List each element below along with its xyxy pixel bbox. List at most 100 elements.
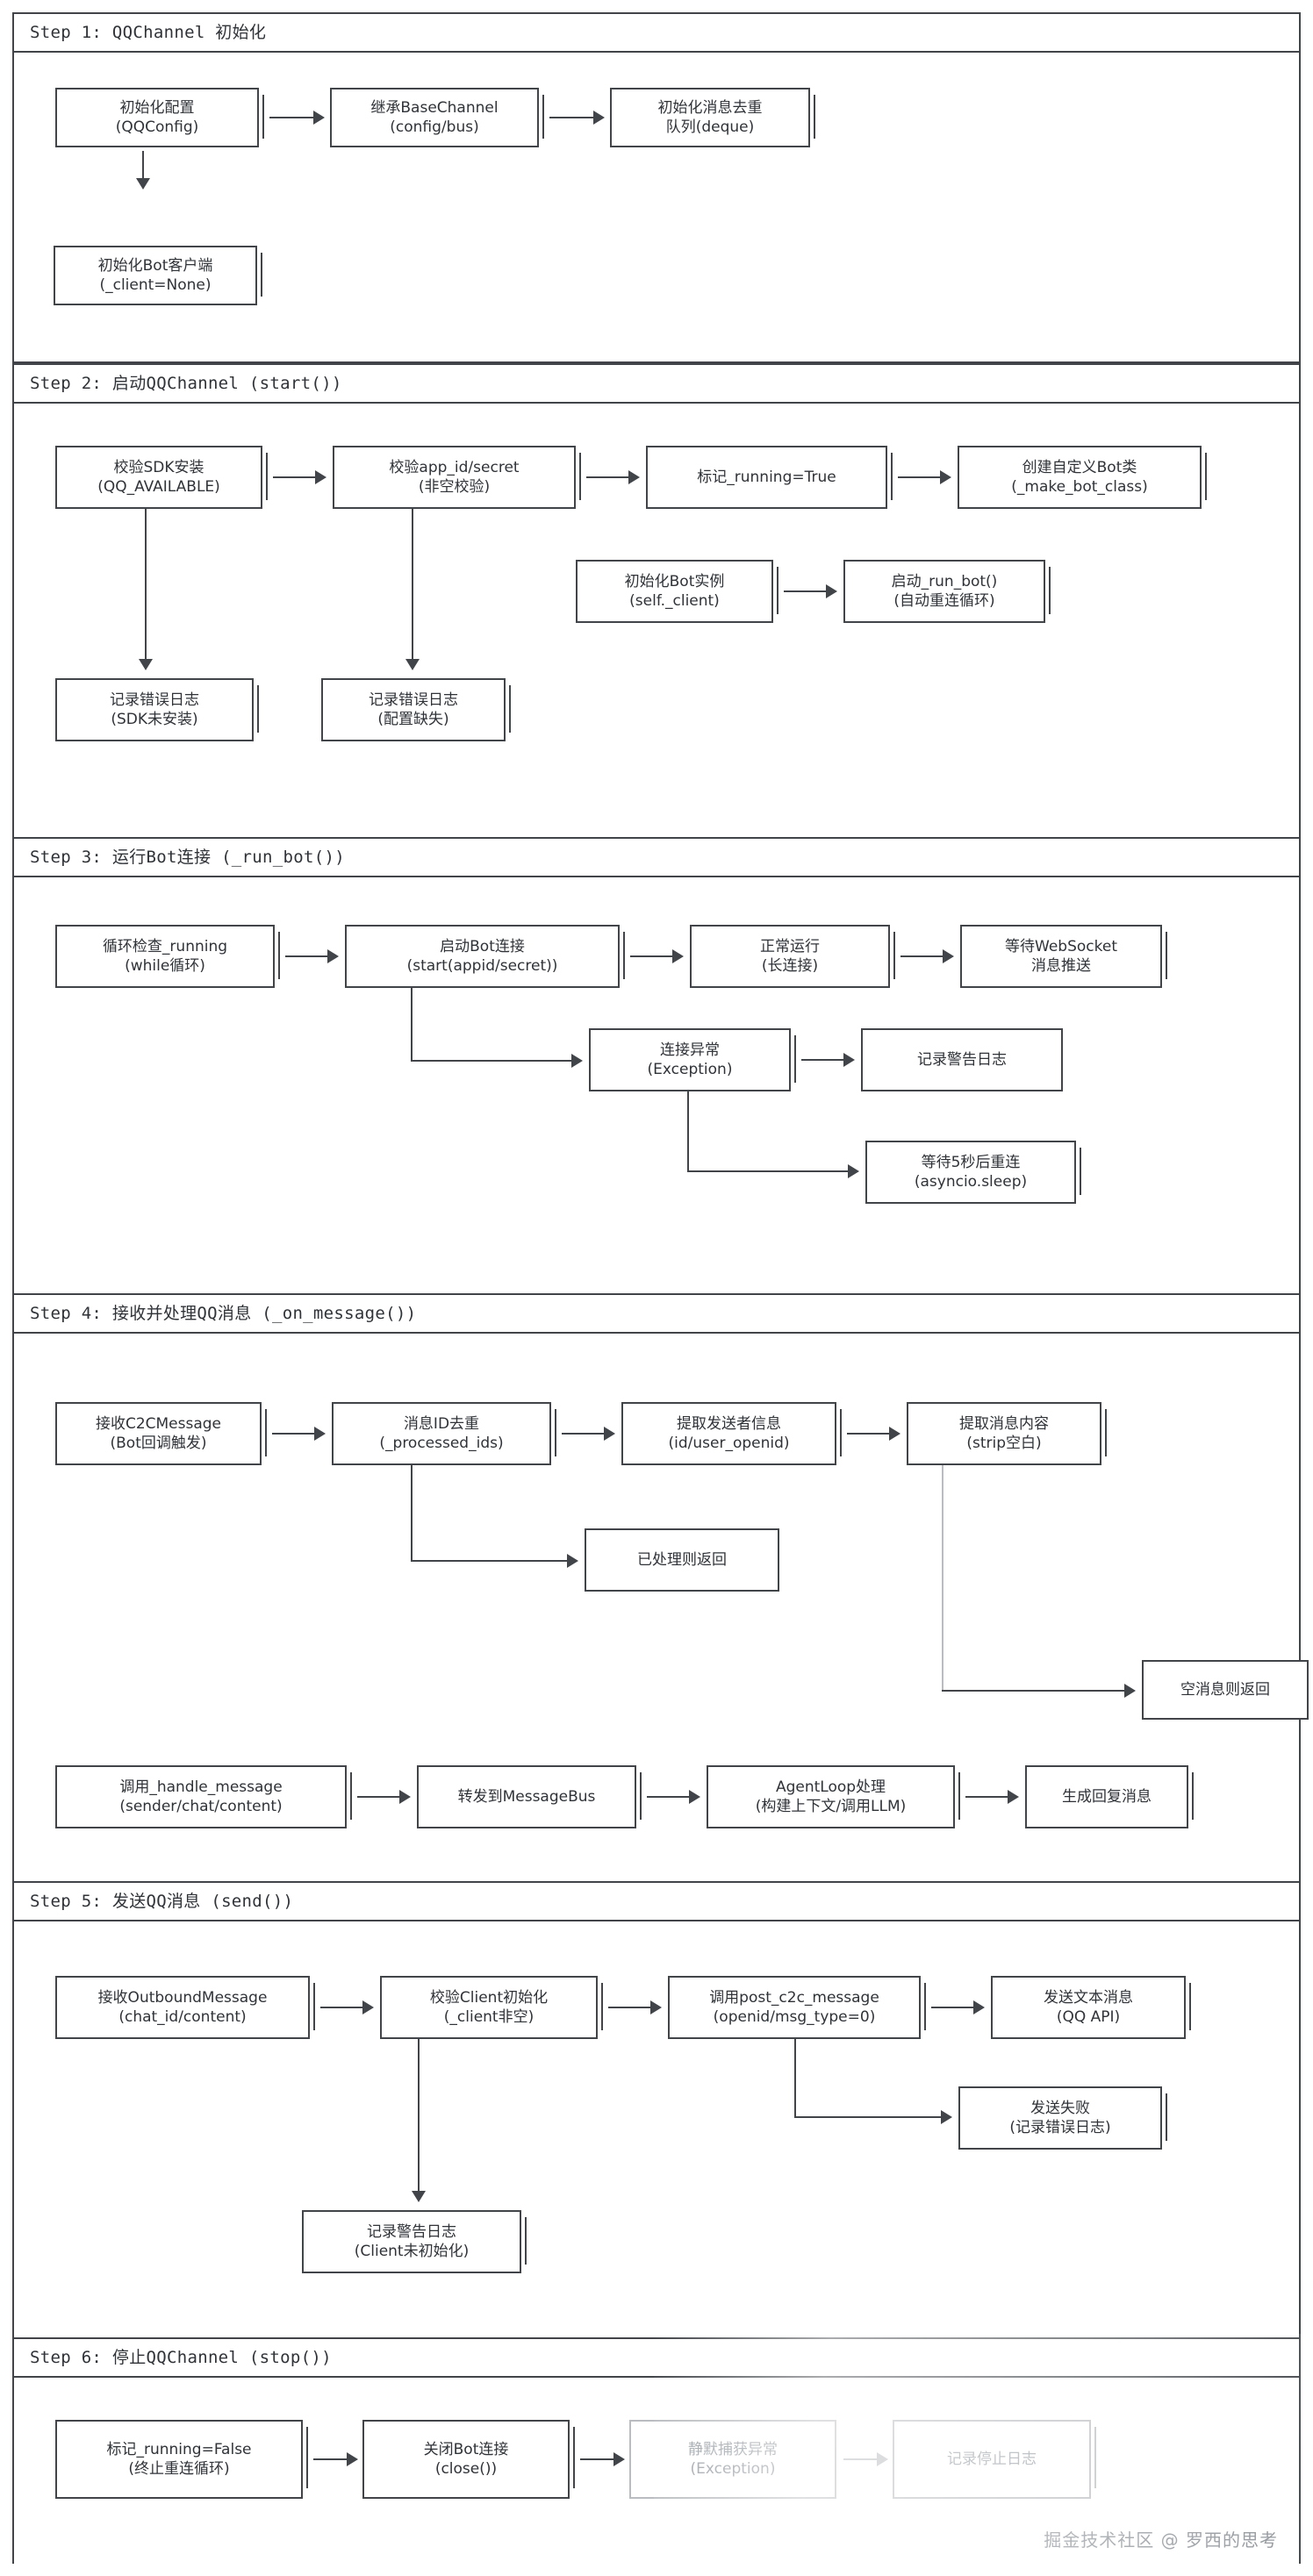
box-stub <box>814 95 815 139</box>
node-forward-messagebus: 转发到MessageBus <box>417 1765 636 1828</box>
box-stub <box>1192 1772 1194 1820</box>
box-stub <box>306 2427 308 2488</box>
connector-v <box>145 509 147 660</box>
connector-h <box>313 2458 347 2460</box>
connector-h <box>320 2007 362 2008</box>
box-stub <box>1105 1409 1107 1456</box>
node-line2: 队列(deque) <box>665 118 755 136</box>
node-init-bot-client: 初始化Bot客户端 (_client=None) <box>54 246 257 305</box>
box-stub <box>350 1772 352 1820</box>
arrow-down-icon <box>412 2191 426 2202</box>
node-line2: (构建上下文/调用LLM) <box>755 1798 907 1815</box>
connector-v <box>418 2039 420 2192</box>
arrow-right-icon <box>843 1053 855 1067</box>
node-line1: 等待WebSocket <box>1005 937 1117 955</box>
connector-h <box>357 1796 399 1798</box>
node-line1: 标记_running=False <box>106 2440 252 2458</box>
node-line1: 发送失败 <box>1030 2099 1090 2117</box>
node-agentloop-process: AgentLoop处理 (构建上下文/调用LLM) <box>707 1765 955 1828</box>
arrow-right-icon <box>941 2110 952 2124</box>
box-stub <box>623 932 625 979</box>
node-log-error-sdk: 记录错误日志 (SDK未安装) <box>55 678 254 741</box>
watermark-text: 掘金技术社区 @ 罗西的思考 <box>1044 2529 1278 2551</box>
arrow-right-icon <box>613 2452 625 2466</box>
arrow-right-icon <box>689 1790 700 1804</box>
box-stub <box>1166 932 1167 979</box>
node-line1: 调用_handle_message <box>119 1778 283 1796</box>
arrow-right-icon <box>672 949 684 963</box>
node-line1: 连接异常 <box>660 1041 720 1059</box>
connector-v <box>794 2039 796 2118</box>
step-title-4: Step 4: 接收并处理QQ消息 (_on_message()) <box>14 1295 1299 1334</box>
node-line2: (chat_id/content) <box>118 2008 247 2026</box>
box-stub <box>261 253 262 297</box>
connector-h <box>580 2458 613 2460</box>
arrow-right-icon <box>848 1164 859 1178</box>
box-stub <box>777 567 778 614</box>
node-log-warning-client-uninit: 记录警告日志 (Client未初始化) <box>302 2210 521 2273</box>
node-extract-sender-info: 提取发送者信息 (id/user_openid) <box>621 1402 836 1465</box>
step-section-2: Step 2: 启动QQChannel (start()) 校验SDK安装 (Q… <box>12 363 1301 837</box>
node-line2: (self._client) <box>629 592 720 610</box>
connector-h <box>562 1433 604 1435</box>
connector-h <box>272 1433 314 1435</box>
connector-v <box>411 1465 413 1562</box>
node-line1: 启动Bot连接 <box>440 937 525 955</box>
box-stub <box>1189 1983 1191 2030</box>
node-line1: 校验app_id/secret <box>389 458 520 476</box>
node-line2: (Exception) <box>647 1061 733 1078</box>
node-line1: 循环检查_running <box>102 937 228 955</box>
node-wait-retry: 等待5秒后重连 (asyncio.sleep) <box>865 1141 1076 1204</box>
arrow-right-icon <box>877 2452 888 2466</box>
connector-h <box>411 1060 571 1062</box>
arrow-right-icon <box>650 2000 662 2014</box>
node-line1: 启动_run_bot() <box>891 572 998 590</box>
connector-h <box>843 2458 877 2460</box>
connector-h <box>801 1059 843 1061</box>
node-wait-websocket-push: 等待WebSocket 消息推送 <box>960 925 1162 988</box>
arrow-right-icon <box>943 949 954 963</box>
node-line1: 已处理则返回 <box>637 1550 727 1569</box>
box-stub <box>1049 567 1051 614</box>
step-section-4: Step 4: 接收并处理QQ消息 (_on_message()) 接收C2CM… <box>12 1293 1309 1881</box>
node-line1: 标记_running=True <box>697 468 836 486</box>
node-start-run-bot: 启动_run_bot() (自动重连循环) <box>843 560 1045 623</box>
node-send-text-message: 发送文本消息 (QQ API) <box>991 1976 1186 2039</box>
box-stub <box>893 932 895 979</box>
node-line1: 初始化Bot客户端 <box>97 256 213 275</box>
connector-h <box>630 955 672 957</box>
arrow-right-icon <box>826 584 837 598</box>
node-line2: (记录错误日志) <box>1009 2119 1111 2136</box>
box-stub <box>278 932 280 979</box>
connector-h <box>898 476 940 478</box>
arrow-right-icon <box>1008 1790 1019 1804</box>
node-line2: (_make_bot_class) <box>1011 478 1148 496</box>
node-line1: 关闭Bot连接 <box>423 2440 509 2458</box>
arrow-down-icon <box>405 659 420 670</box>
node-line1: 提取消息内容 <box>959 1414 1049 1433</box>
node-check-sdk: 校验SDK安装 (QQ_AVAILABLE) <box>55 446 262 509</box>
node-call-handle-message: 调用_handle_message (sender/chat/content) <box>55 1765 347 1828</box>
box-stub <box>525 2217 527 2265</box>
node-connection-exception: 连接异常 (Exception) <box>589 1028 791 1091</box>
connector-h <box>647 1796 689 1798</box>
node-line1: 接收OutboundMessage <box>97 1988 268 2007</box>
node-line1: 继承BaseChannel <box>370 98 499 117</box>
node-line2: (_client非空) <box>443 2008 535 2026</box>
node-line1: 正常运行 <box>760 937 820 955</box>
connector-h <box>794 2116 941 2118</box>
node-line2: (openid/msg_type=0) <box>713 2008 876 2026</box>
node-log-warning: 记录警告日志 <box>861 1028 1063 1091</box>
box-stub <box>640 1772 642 1820</box>
node-generate-reply: 生成回复消息 <box>1025 1765 1188 1828</box>
connector-v <box>942 1465 943 1692</box>
node-line1: 记录停止日志 <box>947 2450 1037 2468</box>
arrow-right-icon <box>327 949 339 963</box>
node-check-client-init: 校验Client初始化 (_client非空) <box>380 1976 598 2039</box>
connector-v <box>142 151 144 179</box>
connector-h <box>847 1433 889 1435</box>
node-line1: 创建自定义Bot类 <box>1022 458 1137 476</box>
node-line1: 消息ID去重 <box>403 1414 480 1433</box>
node-init-bot-instance: 初始化Bot实例 (self._client) <box>576 560 773 623</box>
node-line2: (sender/chat/content) <box>119 1798 283 1815</box>
